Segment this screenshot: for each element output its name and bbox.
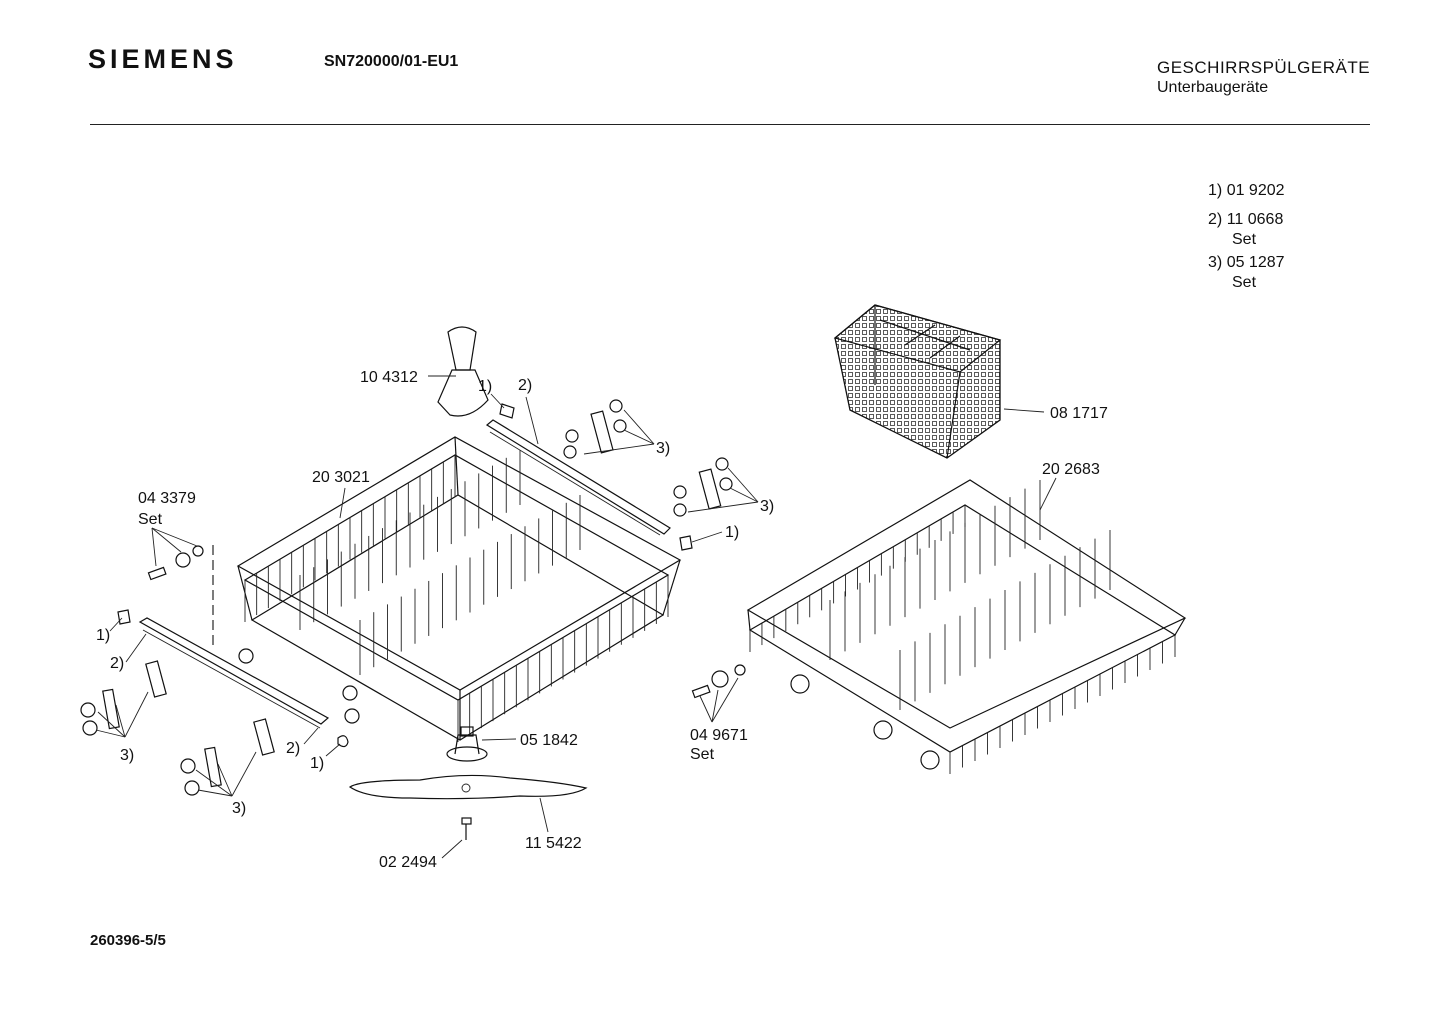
callout-note-3-left-b: 3) [232, 800, 246, 817]
callout-049671-set: Set [690, 746, 715, 763]
note-part: 11 0668 [1226, 211, 1284, 228]
callout-note-3-right: 3) [760, 498, 774, 515]
lower-basket-wheels [790, 674, 940, 770]
callout-note-1-left: 1) [96, 627, 110, 644]
clip-part-1-right [679, 535, 693, 551]
callout-note-3-left-a: 3) [120, 747, 134, 764]
category-title: GESCHIRRSPÜLGERÄTE [1157, 58, 1371, 77]
note-part: 05 1287 [1226, 254, 1285, 271]
callout-051842: 05 1842 [520, 732, 578, 749]
screw-set-left [147, 545, 204, 581]
callout-104312: 10 4312 [360, 369, 418, 386]
callout-note-2-top: 2) [518, 377, 532, 394]
handle-knob [437, 326, 489, 417]
screw-spray-arm [461, 817, 472, 840]
callout-022494: 02 2494 [379, 854, 437, 871]
callout-note-1-bottom: 1) [310, 755, 324, 772]
category-subtitle: Unterbaugeräte [1157, 79, 1269, 96]
callout-202683: 20 2683 [1042, 461, 1100, 478]
note-part: 01 9202 [1226, 182, 1285, 199]
document-id: 260396-5/5 [90, 932, 166, 949]
leader-lines [95, 375, 1057, 859]
note-1: 1) 01 9202 [1208, 182, 1285, 200]
callout-note-3-top: 3) [656, 440, 670, 457]
callout-081717: 08 1717 [1050, 405, 1108, 422]
callout-043379: 04 3379 [138, 490, 196, 507]
bracket-set-top [563, 399, 627, 459]
upper-basket-wheels [238, 648, 360, 724]
clip-part-1-left [117, 609, 131, 625]
header-divider [90, 124, 1370, 125]
bracket-set-right [673, 457, 733, 517]
side-rail-left [138, 617, 330, 729]
note-2: 2) 11 0668 [1208, 211, 1283, 229]
clip-part-1-bottom [337, 735, 349, 748]
note-key: 2) [1208, 211, 1223, 228]
note-3: 3) 05 1287 [1208, 254, 1285, 272]
bracket-set-left-b [180, 718, 275, 796]
callout-203021: 20 3021 [312, 469, 370, 486]
model-number: SN720000/01-EU1 [324, 53, 459, 70]
bracket-set-left-a [80, 660, 167, 736]
wheel-screw-set [691, 664, 746, 699]
spray-arm [348, 774, 588, 800]
spray-hub [446, 726, 488, 762]
callout-049671: 04 9671 [690, 727, 748, 744]
clip-part-1-top [499, 403, 515, 419]
note-3-set: Set [1232, 274, 1257, 291]
upper-basket-rail [485, 419, 671, 536]
callout-note-2-left: 2) [110, 655, 124, 672]
lower-basket [746, 479, 1187, 774]
note-2-set: Set [1232, 231, 1257, 248]
note-key: 3) [1208, 254, 1223, 271]
cutlery-basket [833, 304, 1002, 459]
callout-043379-set: Set [138, 511, 163, 528]
upper-basket [236, 436, 682, 742]
callout-note-2-bottom: 2) [286, 740, 300, 757]
callout-note-1-right: 1) [725, 524, 739, 541]
callout-note-1-top: 1) [478, 378, 492, 395]
note-key: 1) [1208, 182, 1223, 199]
brand-logo: SIEMENS [88, 44, 238, 74]
callout-115422: 11 5422 [525, 835, 582, 852]
